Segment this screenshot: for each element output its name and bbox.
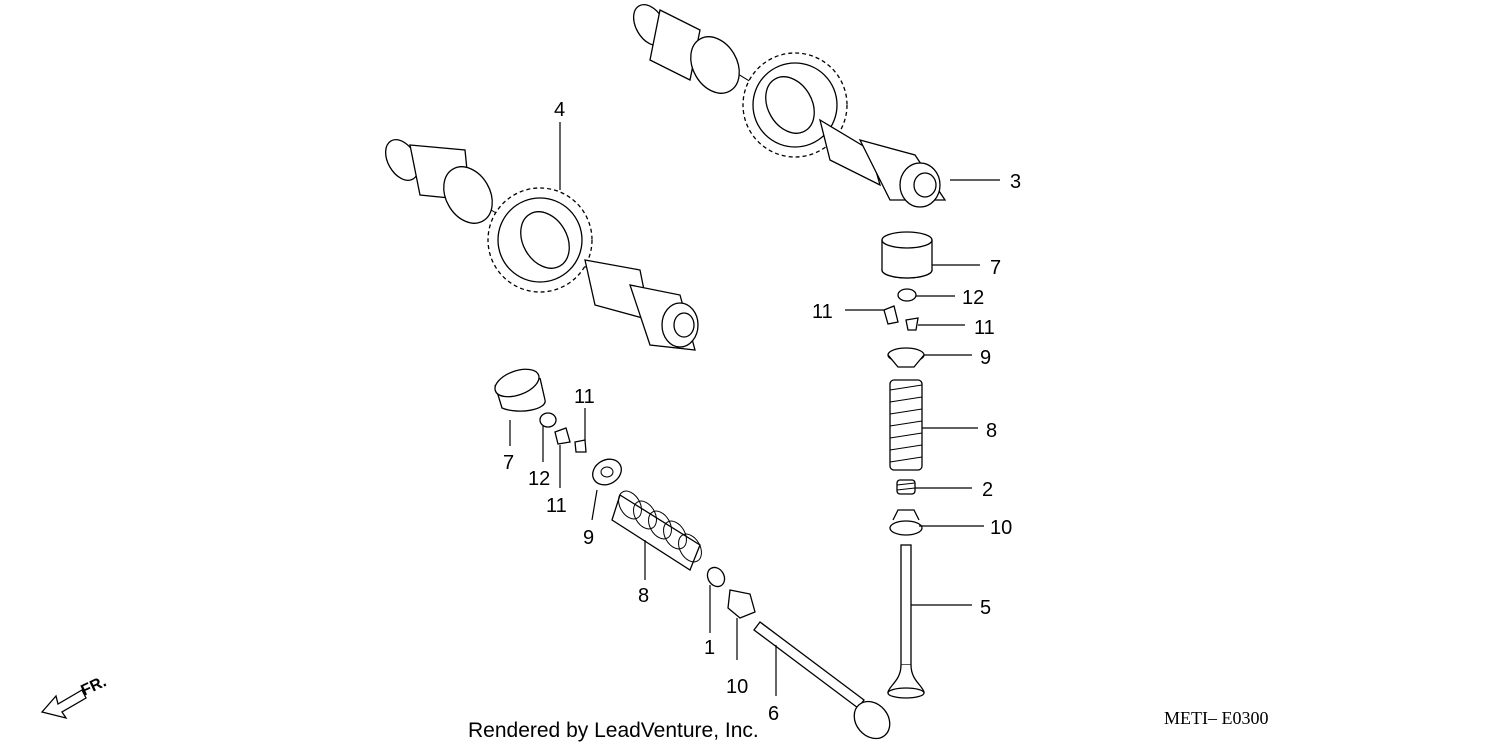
callout-11-right-b: 11: [974, 317, 995, 339]
callout-10-left: 10: [726, 676, 748, 698]
diagram-code: METI– E0300: [1164, 708, 1268, 728]
callout-3: 3: [1010, 171, 1021, 193]
callout-9-left: 9: [583, 527, 594, 549]
callout-12-right: 12: [962, 287, 984, 309]
cotter-11-left-a: [554, 427, 571, 445]
front-label: FR.: [79, 673, 110, 699]
valve-spring-8-right: [889, 379, 923, 471]
callout-11-left-top: 11: [574, 386, 595, 408]
callout-12-left: 12: [528, 468, 550, 490]
callout-11-right-a: 11: [812, 301, 833, 323]
callout-1: 1: [704, 637, 715, 659]
front-direction-indicator: FR.: [40, 673, 110, 720]
callout-7-left: 7: [503, 452, 514, 474]
callout-8-right: 8: [986, 420, 997, 442]
spring-retainer-9-left: [592, 458, 622, 486]
callout-2: 2: [982, 479, 993, 501]
valve-spring-8-left: [611, 490, 702, 571]
spring-retainer-9-right: [887, 347, 925, 368]
shim-12-left: [539, 412, 557, 428]
spring-seat-1: [706, 566, 726, 588]
callout-10-right: 10: [990, 517, 1012, 539]
valve-lifter-7-left: [494, 368, 546, 412]
front-arrow-icon: [40, 689, 87, 720]
shim-12-right: [897, 288, 917, 302]
callout-9-right: 9: [980, 347, 991, 369]
callout-7-right: 7: [990, 257, 1001, 279]
valve-lifter-7-right: [881, 231, 933, 279]
valve-5: [887, 544, 925, 699]
callout-6: 6: [768, 703, 779, 725]
stem-seal-10-right: [889, 509, 923, 536]
cotter-11-right-a: [883, 305, 899, 325]
callout-4: 4: [554, 99, 565, 121]
valve-6: [753, 621, 891, 740]
left-valve-assembly: [494, 368, 891, 740]
right-valve-assembly: [881, 231, 933, 699]
camshaft-4: [384, 139, 699, 351]
camshaft-3: [632, 4, 947, 208]
leader-lines: [509, 122, 1000, 696]
callout-5: 5: [980, 597, 991, 619]
spring-seat-2: [896, 479, 916, 495]
callout-8-left: 8: [638, 585, 649, 607]
callout-labels: 3 4 7 12 11 11 9 8 2 10 5 11 7 12 11 9 8…: [503, 99, 1021, 725]
cotter-11-right-b: [905, 317, 919, 331]
render-credit: Rendered by LeadVenture, Inc.: [468, 719, 759, 742]
cotter-11-left-b: [574, 439, 587, 453]
stem-seal-10-left: [727, 589, 756, 619]
callout-11-left-bottom: 11: [546, 495, 567, 517]
